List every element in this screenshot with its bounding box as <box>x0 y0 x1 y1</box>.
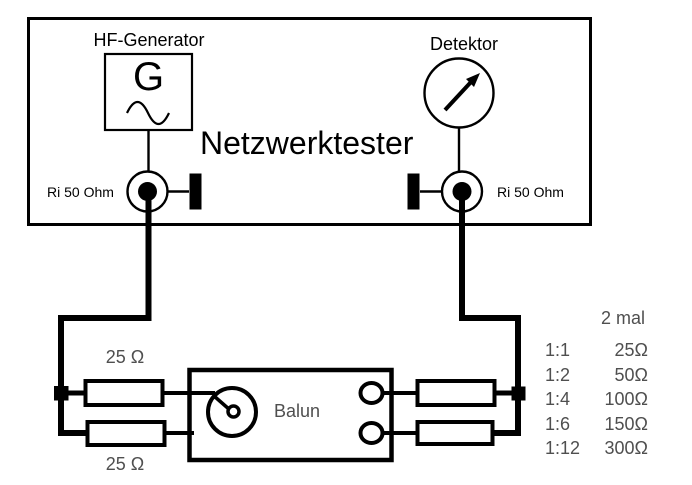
balun-coax-pin-icon <box>226 404 241 419</box>
impedance-value: 300Ω <box>604 438 649 458</box>
balun-output-terminal-bottom <box>358 421 385 445</box>
generator-label: HF-Generator <box>93 30 205 50</box>
balun-coax-pin-wire <box>212 394 232 412</box>
resistor-bottom-label: 25 Ω <box>105 454 145 474</box>
impedance-value: 100Ω <box>604 389 649 409</box>
table-row: 1:6 150Ω <box>545 412 648 437</box>
table-row: 1:4 100Ω <box>545 387 648 412</box>
balun-output-terminal-top <box>358 381 385 405</box>
right-port-impedance-label: Ri 50 Ohm <box>497 184 564 200</box>
resistor-right-top <box>415 379 497 407</box>
left-coax-wire <box>58 194 152 436</box>
right-port-pin-icon <box>452 182 472 201</box>
impedance-value: 25Ω <box>614 340 648 360</box>
generator-box <box>103 52 194 132</box>
detector-label: Detektor <box>429 34 499 54</box>
table-row: 1:1 25Ω <box>545 338 648 363</box>
table-row: 1:2 50Ω <box>545 363 648 388</box>
impedance-value: 50Ω <box>614 364 648 385</box>
right-junction-dot <box>511 386 526 401</box>
table-header: 2 mal <box>600 308 645 328</box>
left-junction-dot <box>54 386 69 401</box>
device-title: Netzwerktester <box>200 125 414 161</box>
resistor-left-top <box>83 379 165 407</box>
ratio-value: 1:6 <box>545 413 571 434</box>
table-row: 1:12 300Ω <box>545 436 648 461</box>
generator-symbol: G <box>132 55 165 99</box>
ratio-value: 1:1 <box>545 340 571 360</box>
resistor-top-label: 25 Ω <box>105 347 145 367</box>
left-port-impedance-label: Ri 50 Ohm <box>47 184 114 200</box>
resistor-right-bottom <box>415 420 495 446</box>
left-port-pin-icon <box>138 182 157 201</box>
right-port-terminal-bar <box>407 173 420 210</box>
gauge-needle-icon <box>443 80 473 112</box>
sine-wave-icon <box>126 100 170 126</box>
impedance-value: 150Ω <box>604 413 649 434</box>
left-port-terminal-bar <box>189 173 202 210</box>
ratio-value: 1:2 <box>545 364 571 385</box>
resistor-left-bottom <box>85 420 167 447</box>
ratio-impedance-table: 2 mal 1:1 25Ω 1:2 50Ω 1:4 100Ω 1:6 150Ω … <box>545 308 648 461</box>
ratio-value: 1:4 <box>545 389 571 409</box>
ratio-value: 1:12 <box>545 438 581 458</box>
right-coax-wire <box>459 194 521 436</box>
gauge-needle-arrowhead-icon <box>466 73 480 87</box>
balun-label: Balun <box>274 401 321 421</box>
